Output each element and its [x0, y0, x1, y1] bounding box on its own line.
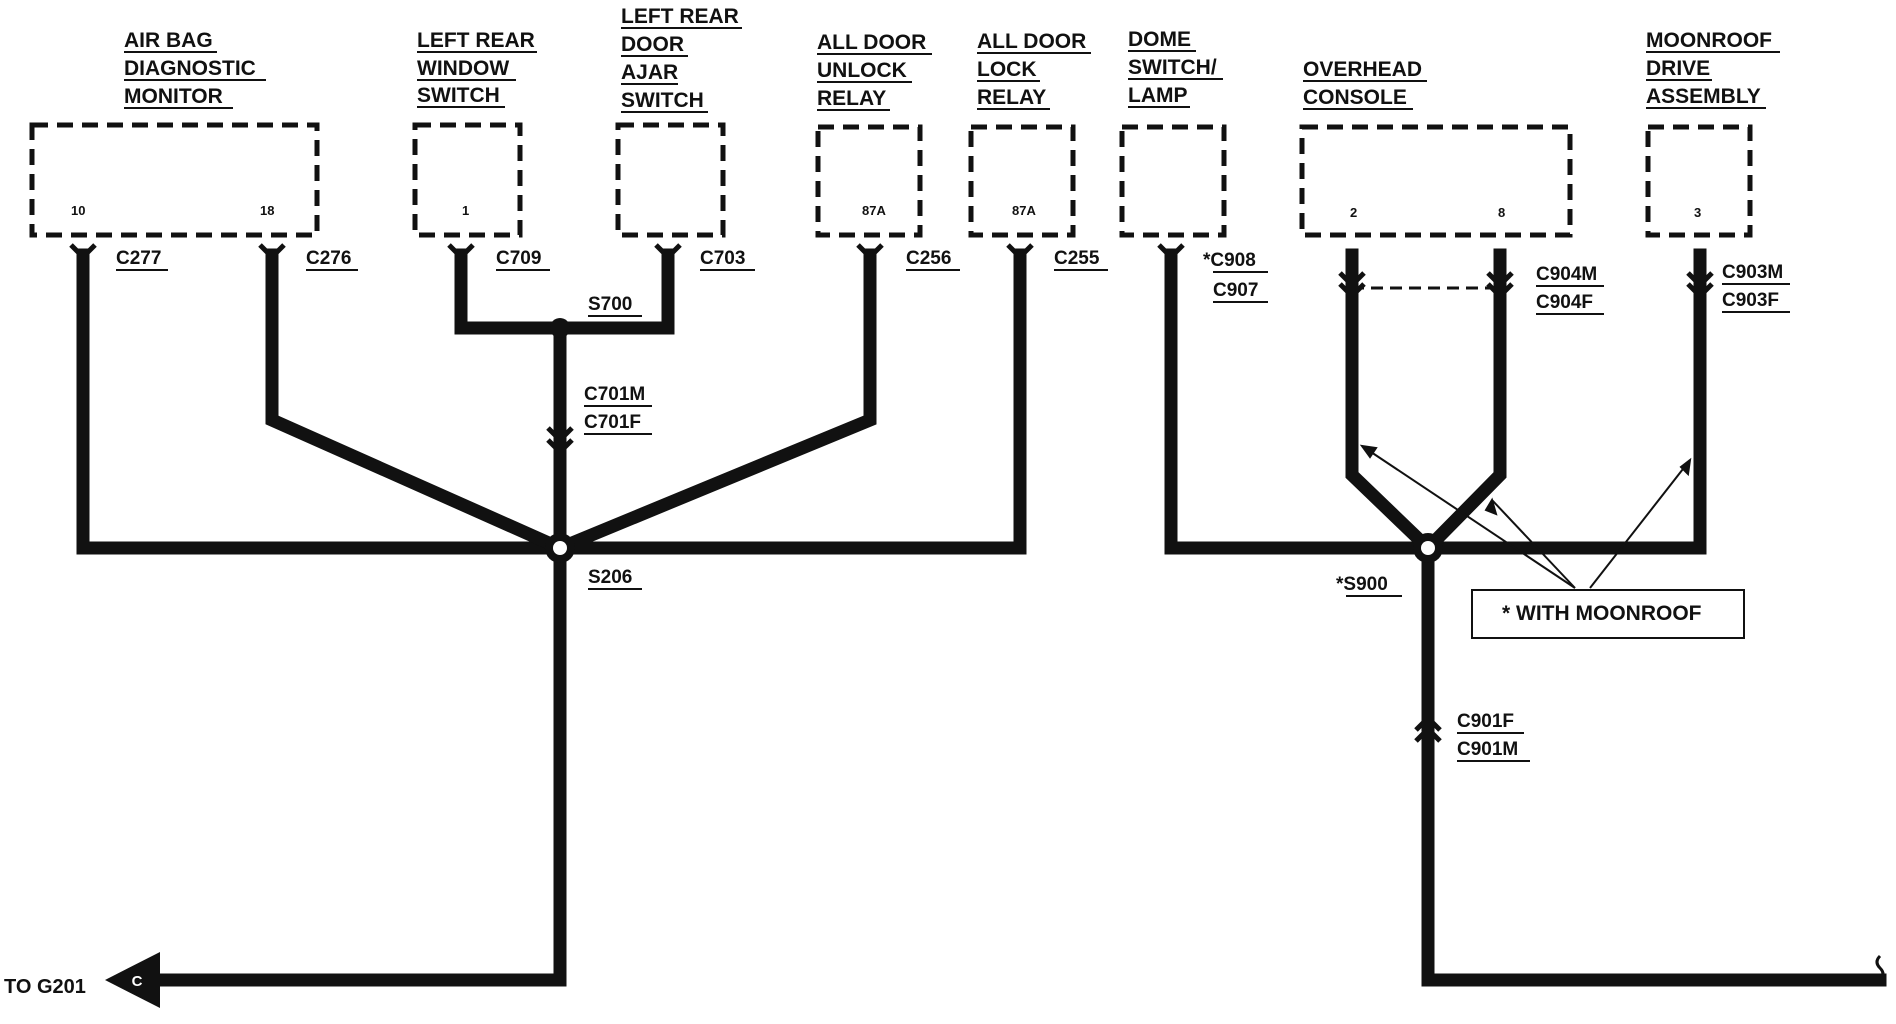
- svg-text:C904M: C904M: [1536, 264, 1597, 285]
- left-wiring: [76, 248, 1027, 987]
- lr-window-switch-label: LEFT REAR WINDOW SWITCH: [417, 29, 537, 108]
- svg-text:LEFT REAR: LEFT REAR: [621, 5, 739, 28]
- splice-s206: [545, 533, 575, 563]
- right-wiring: [1164, 248, 1887, 987]
- svg-text:LEFT REAR: LEFT REAR: [417, 29, 535, 52]
- overhead-console-box: [1299, 124, 1573, 238]
- svg-text:MONITOR: MONITOR: [124, 85, 223, 108]
- svg-text:CONSOLE: CONSOLE: [1303, 86, 1407, 109]
- lock-relay-label: ALL DOOR LOCK RELAY: [977, 30, 1091, 110]
- connector-marks-right: [1338, 271, 1714, 743]
- moonroof-note: * WITH MOONROOF: [1471, 589, 1745, 639]
- connector-labels: C277 C276 C709 C703 C256 C255 *C908 C907…: [116, 248, 1790, 762]
- moonroof-drive-assembly-label: MOONROOF DRIVE ASSEMBLY: [1646, 29, 1780, 109]
- connector-marks-left: [69, 243, 1185, 456]
- svg-text:RELAY: RELAY: [817, 87, 886, 110]
- svg-text:C277: C277: [116, 248, 161, 269]
- unlock-relay-box: [815, 124, 923, 238]
- svg-text:C901F: C901F: [1457, 711, 1514, 732]
- svg-text:C703: C703: [700, 248, 745, 269]
- svg-text:C907: C907: [1213, 280, 1258, 301]
- svg-text:C255: C255: [1054, 248, 1100, 269]
- ground-arrow: C: [105, 952, 160, 1008]
- pin-87a-unlock: 87A: [862, 203, 886, 218]
- svg-text:AIR BAG: AIR BAG: [124, 29, 213, 52]
- pin-2: 2: [1350, 205, 1357, 220]
- svg-text:UNLOCK: UNLOCK: [817, 59, 907, 82]
- svg-text:*S900: *S900: [1336, 574, 1388, 595]
- svg-text:C701F: C701F: [584, 412, 641, 433]
- moonroof-drive-assembly-box: [1645, 124, 1753, 238]
- airbag-monitor-box: [29, 122, 320, 238]
- svg-text:C709: C709: [496, 248, 541, 269]
- svg-text:AJAR: AJAR: [621, 61, 678, 84]
- svg-text:S206: S206: [588, 567, 632, 588]
- svg-text:C903F: C903F: [1722, 290, 1779, 311]
- pin-3: 3: [1694, 205, 1701, 220]
- pin-10: 10: [71, 203, 85, 218]
- pin-87a-lock: 87A: [1012, 203, 1036, 218]
- splice-s700: [550, 318, 570, 338]
- svg-text:ALL DOOR: ALL DOOR: [817, 31, 926, 54]
- svg-text:SWITCH/: SWITCH/: [1128, 56, 1217, 79]
- svg-text:LOCK: LOCK: [977, 58, 1037, 81]
- overhead-console-label: OVERHEAD CONSOLE: [1303, 58, 1427, 110]
- lock-relay-box: [968, 124, 1076, 238]
- svg-text:*C908: *C908: [1203, 250, 1256, 271]
- svg-text:ALL DOOR: ALL DOOR: [977, 30, 1086, 53]
- note-pointer-lines: [1359, 444, 1692, 589]
- lr-window-switch-box: [412, 122, 523, 238]
- dome-switch-lamp-label: DOME SWITCH/ LAMP: [1128, 28, 1223, 108]
- ground-label: TO G201: [4, 976, 86, 998]
- svg-text:S700: S700: [588, 294, 632, 315]
- svg-text:C256: C256: [906, 248, 951, 269]
- svg-text:OVERHEAD: OVERHEAD: [1303, 58, 1422, 81]
- splice-s900: [1413, 533, 1443, 563]
- svg-text:DOOR: DOOR: [621, 33, 684, 56]
- svg-text:SWITCH: SWITCH: [417, 84, 500, 107]
- unlock-relay-label: ALL DOOR UNLOCK RELAY: [817, 31, 932, 111]
- svg-text:C701M: C701M: [584, 384, 645, 405]
- lr-door-ajar-switch-box: [615, 122, 726, 238]
- svg-text:LAMP: LAMP: [1128, 84, 1188, 107]
- svg-text:SWITCH: SWITCH: [621, 89, 704, 112]
- svg-text:DRIVE: DRIVE: [1646, 57, 1710, 80]
- svg-text:DIAGNOSTIC: DIAGNOSTIC: [124, 57, 256, 80]
- svg-text:DOME: DOME: [1128, 28, 1191, 51]
- svg-text:WINDOW: WINDOW: [417, 57, 509, 80]
- svg-text:RELAY: RELAY: [977, 86, 1046, 109]
- svg-text:* WITH MOONROOF: * WITH MOONROOF: [1502, 602, 1702, 625]
- pin-1: 1: [462, 203, 469, 218]
- svg-text:C: C: [132, 973, 143, 990]
- splice-labels: S700 S206 *S900: [588, 294, 1402, 597]
- svg-text:ASSEMBLY: ASSEMBLY: [1646, 85, 1761, 108]
- pin-8: 8: [1498, 205, 1505, 220]
- lr-door-ajar-switch-label: LEFT REAR DOOR AJAR SWITCH: [621, 5, 742, 113]
- svg-text:C901M: C901M: [1457, 739, 1518, 760]
- svg-text:C276: C276: [306, 248, 351, 269]
- dome-switch-lamp-box: [1119, 124, 1227, 238]
- svg-text:C904F: C904F: [1536, 292, 1593, 313]
- svg-text:C903M: C903M: [1722, 262, 1783, 283]
- airbag-monitor-label: AIR BAG DIAGNOSTIC MONITOR: [124, 29, 266, 109]
- pin-18: 18: [260, 203, 274, 218]
- wire-continuation-squiggle: [1875, 954, 1885, 982]
- svg-text:MOONROOF: MOONROOF: [1646, 29, 1772, 52]
